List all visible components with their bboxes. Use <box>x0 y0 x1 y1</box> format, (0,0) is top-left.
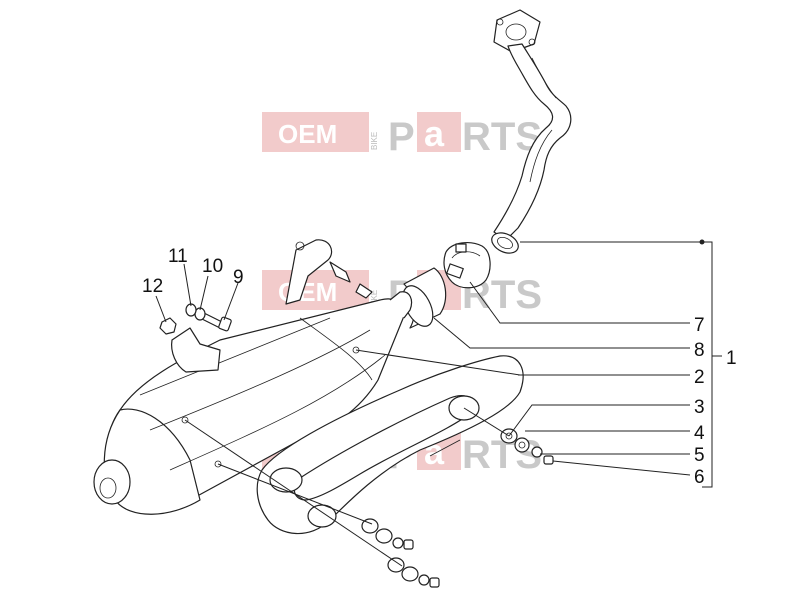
callout-10: 10 <box>202 256 223 277</box>
callout-1: 1 <box>726 348 737 369</box>
screw-6 <box>543 455 554 465</box>
clamp <box>443 242 491 289</box>
callout-12: 12 <box>142 276 163 297</box>
watermark-rts-text: RTS <box>462 115 542 159</box>
watermark-a-text: a <box>424 113 445 154</box>
callout-4: 4 <box>694 423 705 444</box>
callout-2: 2 <box>694 367 705 388</box>
watermark-oem-text: OEM <box>278 119 337 149</box>
watermark-top: OEM BIKE P a RTS <box>262 112 542 159</box>
spring-washer-4 <box>514 437 530 453</box>
watermark-p-text: P <box>388 115 415 159</box>
watermark-bike-text: BIKE <box>370 132 379 150</box>
callout-5: 5 <box>694 445 705 466</box>
leader-lines <box>155 239 722 567</box>
callouts: 1 2 3 4 5 6 7 8 9 10 11 12 <box>142 246 737 488</box>
muffler <box>93 239 413 515</box>
lower-hardware-upper <box>361 518 414 550</box>
callout-3: 3 <box>694 397 705 418</box>
exhaust-header-pipe <box>491 9 572 254</box>
callout-9: 9 <box>233 267 244 288</box>
washer-5 <box>531 446 543 458</box>
callout-11: 11 <box>168 246 188 267</box>
lower-hardware-lower <box>387 557 440 588</box>
gasket-sleeve <box>402 267 447 329</box>
callout-7: 7 <box>694 315 705 336</box>
nut-12 <box>159 317 177 335</box>
watermark-bike-text: BIKE <box>370 290 379 308</box>
callout-8: 8 <box>694 340 705 361</box>
heat-shield <box>256 355 524 535</box>
callout-6: 6 <box>694 467 705 488</box>
